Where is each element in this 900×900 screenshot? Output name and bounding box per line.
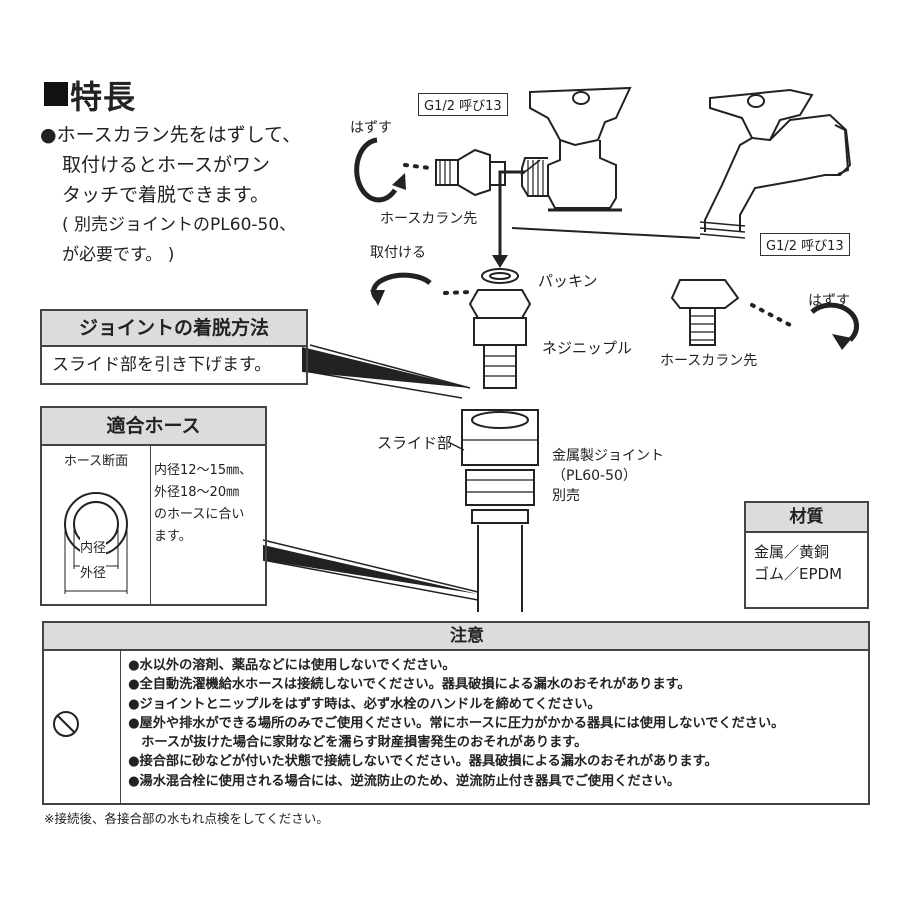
footnote: ※接続後、各接合部の水もれ点検をしてください。 [44,811,329,826]
label-packing: パッキン [538,272,598,290]
label-tip-right: ホースカラン先 [660,353,758,369]
hose-spec-line: ます。 [154,529,192,544]
label-joint-model: （PL60-50） [552,468,637,484]
feature-line: タッチで着脱できます。 [62,184,270,206]
rotate-arrow-right [810,302,860,342]
material-title: 材質 [746,503,867,533]
hose-tip-right-illustration [670,279,740,346]
packing-illustration [481,268,519,284]
feature-line: ●ホースカラン先をはずして、 [40,124,302,146]
faucet-right-illustration [699,88,852,239]
prohibition-icon [53,711,79,737]
hose-tip-left-illustration [435,148,506,197]
caution-box: 注意 ●水以外の溶剤、薬品などには使用しないでください。 ●全自動洗濯機給水ホー… [42,621,870,805]
label-g12-right: G1/2 呼び13 [760,233,850,256]
label-joint-name: 金属製ジョイント [552,448,664,464]
hose-spec-line: のホースに合い [154,507,245,522]
caution-item: ●湯水混合栓に使用される場合には、逆流防止のため、逆流防止付き器具でご使用くださ… [128,773,681,789]
hose-spec-line: 外径18～20㎜ [154,485,240,500]
feature-line: が必要です。 ) [62,245,175,265]
caution-list: ●水以外の溶剤、薬品などには使用しないでください。 ●全自動洗濯機給水ホースは接… [128,656,784,791]
label-slide: スライド部 [377,434,453,452]
caution-header: 注意 [44,623,868,651]
features-title: 特長 [44,72,136,118]
nipple-illustration [468,289,532,389]
hose-spec-box: 適合ホース ホース断面 内径 外径 内径12～15㎜、 外径18～20㎜ のホー… [40,406,267,606]
joint-method-body: スライド部を引き下げます。 [40,345,308,385]
outer-diameter-label: 外径 [80,562,107,581]
hose-spec-text: 内径12～15㎜、 外径18～20㎜ のホースに合い ます。 [154,460,252,548]
caution-item: ●屋外や排水ができる場所のみでご使用ください。常にホースに圧力がかかる器具には使… [128,715,785,731]
label-joint-sold-separately: 別売 [552,488,580,504]
label-remove-right: はずす [808,293,850,309]
material-line: ゴム／EPDM [754,565,843,583]
joint-method-box: ジョイントの着脱方法 スライド部を引き下げます。 [40,309,308,385]
material-body: 金属／黄銅 ゴム／EPDM [746,533,867,585]
caution-item: ●接合部に砂などが付いた状態で接続しないでください。器具破損による漏水のおそれが… [128,754,718,770]
square-bullet-icon [44,82,68,106]
caution-item: ●水以外の溶剤、薬品などには使用しないでください。 [128,658,456,673]
hose-section: ホース断面 内径 外径 [42,446,151,604]
material-box: 材質 金属／黄銅 ゴム／EPDM [744,501,869,609]
caution-item: ●全自動洗濯機給水ホースは接続しないでください。器具破損による漏水のおそれがあり… [128,677,691,693]
caution-icon-column [44,651,121,803]
feature-line: 取付けるとホースがワン [62,154,271,176]
material-line: 金属／黄銅 [754,543,830,561]
feature-line: ( 別売ジョイントのPL60-50、 [62,215,297,235]
caution-item: ●ジョイントとニップルをはずす時は、必ず水栓のハンドルを締めてください。 [128,696,601,712]
hose-spec-title: 適合ホース [42,408,265,446]
caution-title: 注意 [450,626,484,646]
hose-spec-line: 内径12～15㎜、 [154,463,253,478]
label-g12-top: G1/2 呼び13 [418,93,508,116]
label-nipple: ネジニップル [542,339,633,357]
label-remove-left: はずす [350,120,392,136]
label-tip-left: ホースカラン先 [380,211,478,227]
features-text: ●ホースカラン先をはずして、 取付けるとホースがワン タッチで着脱できます。 (… [40,120,301,270]
hose-section-caption: ホース断面 [63,454,129,469]
faucet-top-illustration [521,86,632,212]
caution-item: ホースが抜けた場合に家財などを濡らす財産損害発生のおそれがあります。 [128,735,588,751]
joint-illustration [461,409,539,524]
label-attach: 取付ける [370,245,426,261]
joint-method-title: ジョイントの着脱方法 [40,309,308,345]
hose-illustration [477,525,523,612]
rotate-arrow-left [354,137,398,203]
prohibition-slash [56,714,76,734]
inner-diameter-label: 内径 [80,537,107,556]
